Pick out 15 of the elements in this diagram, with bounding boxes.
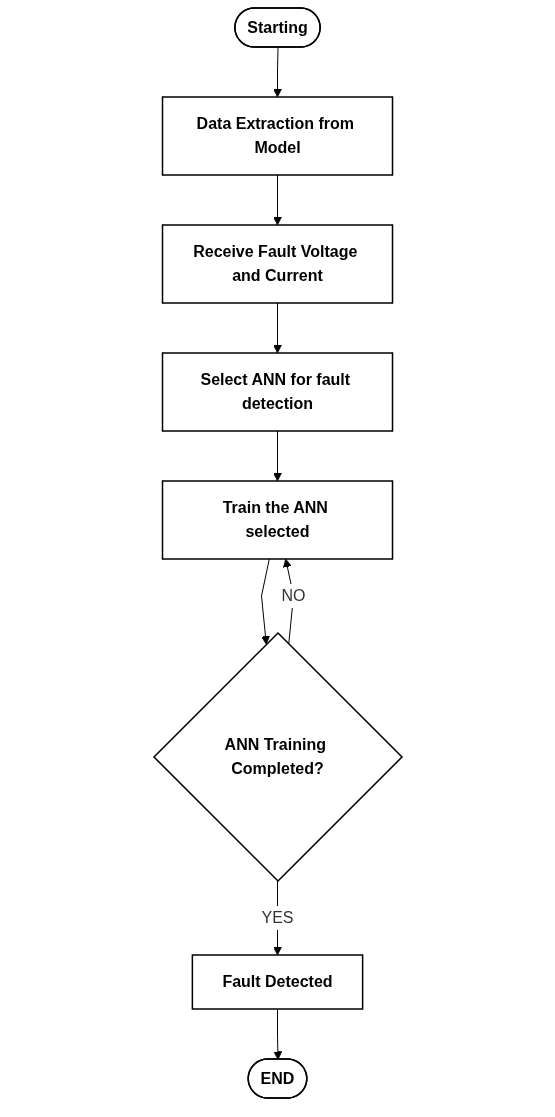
arrow xyxy=(272,302,282,354)
node-box: Fault Detected xyxy=(191,954,363,1010)
edge-label: YES xyxy=(260,909,294,926)
arrow xyxy=(272,1008,282,1060)
arrow xyxy=(272,47,282,98)
edge-label: NO xyxy=(281,587,305,604)
node-box: Select ANN for fault detection xyxy=(161,352,393,432)
arrow xyxy=(282,558,294,645)
arrow xyxy=(272,430,282,482)
arrow xyxy=(260,558,270,645)
arrow xyxy=(272,174,282,226)
node-box: Train the ANN selected xyxy=(161,480,393,560)
node-box: Receive Fault Voltage and Current xyxy=(161,224,393,304)
node-box: Data Extraction from Model xyxy=(161,96,393,176)
node-diamond: ANN Training Completed? xyxy=(152,631,403,883)
